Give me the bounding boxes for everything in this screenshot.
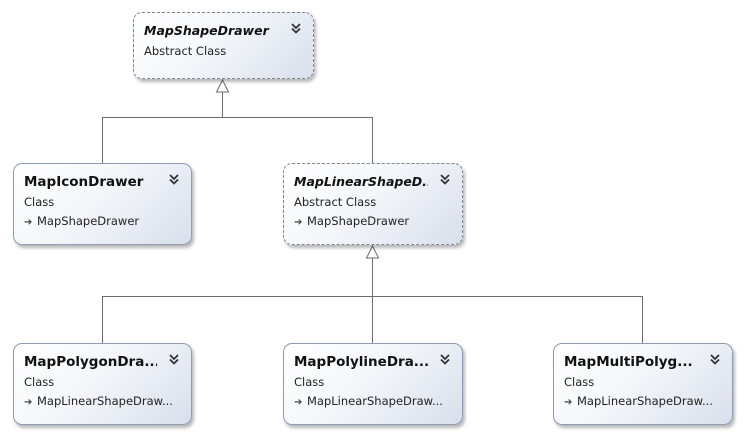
base-class: ➔ MapLinearShapeDraw... <box>294 394 454 408</box>
base-class-name: MapLinearShapeDraw... <box>577 394 713 408</box>
inheritance-arrowhead-mapshapedrawer <box>215 78 230 93</box>
class-name: MapPolygonDra... <box>24 354 157 370</box>
base-class-name: MapShapeDrawer <box>37 214 140 228</box>
class-box-mapmultipolygondrawer[interactable]: MapMultiPolyg... Class ➔ MapLinearShapeDr… <box>553 343 733 425</box>
class-box-mapicondrawer[interactable]: MapIconDrawer Class ➔ MapShapeDrawer <box>13 163 192 245</box>
class-name: MapPolylineDra... <box>294 354 428 370</box>
class-box-mapshapedrawer[interactable]: MapShapeDrawer Abstract Class <box>133 12 314 79</box>
class-box-mappolylinedrawer[interactable]: MapPolylineDra... Class ➔ MapLinearShapeD… <box>283 343 463 425</box>
base-class: ➔ MapLinearShapeDraw... <box>564 394 724 408</box>
class-kind: Class <box>564 375 595 389</box>
class-kind: Class <box>294 375 325 389</box>
arrow-right-icon: ➔ <box>294 217 303 228</box>
inheritance-arrowhead-maplinearshapedrawer <box>365 244 380 259</box>
double-chevron-up-icon[interactable] <box>708 352 722 366</box>
arrow-right-icon: ➔ <box>24 397 33 408</box>
arrow-right-icon: ➔ <box>294 397 303 408</box>
class-kind: Abstract Class <box>144 44 227 58</box>
class-name: MapMultiPolyg... <box>564 354 693 370</box>
class-kind: Class <box>24 375 55 389</box>
base-class-name: MapShapeDrawer <box>307 214 410 228</box>
connector-maplinearshapedrawer <box>222 117 373 163</box>
double-chevron-up-icon[interactable] <box>289 21 303 35</box>
connector-mapicondrawer <box>102 117 223 163</box>
base-class: ➔ MapShapeDrawer <box>24 214 183 228</box>
class-name: MapIconDrawer <box>24 174 144 190</box>
class-kind: Class <box>24 195 55 209</box>
base-class: ➔ MapShapeDrawer <box>294 214 454 228</box>
class-box-mappolygondrawer[interactable]: MapPolygonDra... Class ➔ MapLinearShapeDr… <box>13 343 192 425</box>
base-class: ➔ MapLinearShapeDraw... <box>24 394 183 408</box>
arrow-right-icon: ➔ <box>24 217 33 228</box>
base-class-name: MapLinearShapeDraw... <box>37 394 173 408</box>
double-chevron-up-icon[interactable] <box>167 352 181 366</box>
double-chevron-up-icon[interactable] <box>438 352 452 366</box>
arrow-right-icon: ➔ <box>564 397 573 408</box>
double-chevron-up-icon[interactable] <box>438 172 452 186</box>
class-name: MapLinearShapeD... <box>294 174 428 189</box>
class-box-maplinearshapedrawer[interactable]: MapLinearShapeD... Abstract Class ➔ MapSh… <box>283 163 463 245</box>
base-class-name: MapLinearShapeDraw... <box>307 394 443 408</box>
class-kind: Abstract Class <box>294 195 377 209</box>
double-chevron-up-icon[interactable] <box>167 172 181 186</box>
class-name: MapShapeDrawer <box>144 23 269 38</box>
